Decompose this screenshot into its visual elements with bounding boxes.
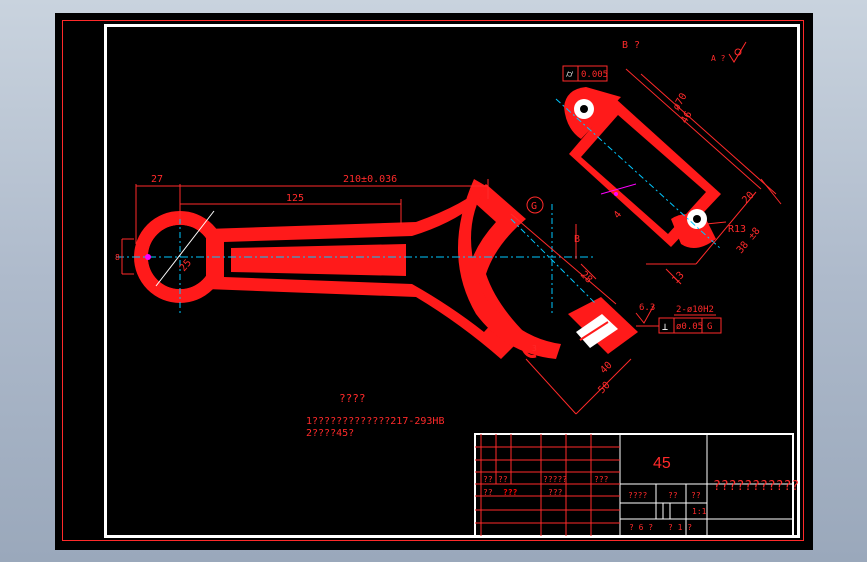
title-row-b-red: ??? [503, 488, 518, 497]
perpendicular-datum: G [707, 322, 712, 332]
scale-value: 1:1 [692, 507, 707, 516]
connecting-rod-main-view [116, 179, 638, 359]
chamfer-note: 2-ø10H2 [676, 305, 714, 315]
sheet-count: ? 6 ? [629, 523, 653, 532]
roughness-63: 6.3 [639, 303, 655, 313]
drawing-name: ??????????? [713, 479, 799, 494]
title-row-a-1: ?? [498, 475, 508, 484]
dim-50: 50 [596, 380, 612, 396]
dimension-lines [121, 179, 632, 415]
highlight-point [145, 254, 151, 260]
notes-heading: ???? [339, 392, 366, 405]
datum-g-label: G [531, 201, 537, 212]
label-b: B [574, 234, 580, 245]
weight-label: ?? [668, 491, 678, 500]
dim-210: 210±0.036 [343, 174, 397, 185]
title-row-a-3: ??? [594, 475, 609, 484]
title-row-b-mid: ??? [548, 488, 563, 497]
notes-line-2: 2????45? [306, 428, 354, 439]
sheet-number: ? 1 ? [668, 523, 692, 532]
dim-28-bottom: 13 [670, 270, 686, 286]
dim-r-top: 46 [679, 110, 695, 126]
drawing-border [104, 24, 800, 538]
datum-g-callout: G [526, 196, 544, 214]
material-value: 45 [653, 455, 671, 472]
rod-web [231, 244, 406, 276]
dim-small-end-width: 8 [115, 253, 120, 262]
flatness-value: 0.005 [581, 70, 608, 80]
dim-phi70: ø70 [671, 91, 690, 112]
notes-line-1: 1?????????????217-293HB [306, 416, 444, 427]
section-view-b: ø70 46 4 R13 38 ±8 13 20 [555, 68, 782, 286]
flatness-symbol: ⌭ [566, 69, 574, 80]
dim-r13: R13 [728, 224, 746, 235]
roughness-rest-symbol: A ? [711, 41, 747, 63]
cad-drawing: 27 210±0.036 125 8 25 B 28 40 50 3 G [115, 40, 799, 537]
view-b-label: B ? [622, 40, 640, 51]
drawing-sheet: 27 210±0.036 125 8 25 B 28 40 50 3 G [55, 13, 813, 550]
dim-27: 27 [151, 174, 163, 185]
dim-125: 125 [286, 193, 304, 204]
perpendicularity-callout: 6.3 2-ø10H2 ⊥ ø0.05 G [635, 303, 722, 334]
scale-label: ?? [691, 491, 701, 500]
title-row-b-left: ?? [483, 488, 493, 497]
flatness-tolerance-frame: ⌭ 0.005 [562, 65, 608, 82]
dim-3: 3 [532, 344, 537, 353]
perpendicular-value: ø0.05 [676, 322, 703, 332]
outer-frame [62, 20, 804, 541]
big-end-arc [457, 179, 561, 359]
technical-notes: ???? 1?????????????217-293HB 2????45? [306, 392, 444, 439]
roughness-rest-label: A ? [711, 54, 726, 63]
dim-28-right: 20 [740, 190, 756, 206]
perpendicular-symbol: ⊥ [662, 322, 668, 333]
title-block: 45 ??????????? ?? ?? ????? ??? ?? ??? ??… [474, 433, 799, 537]
title-row-a-2: ????? [543, 475, 567, 484]
dim-40: 40 [598, 360, 614, 376]
title-row-a-0: ?? [483, 475, 493, 484]
dim-84: 4 [612, 209, 624, 221]
stage-label: ???? [628, 491, 647, 500]
